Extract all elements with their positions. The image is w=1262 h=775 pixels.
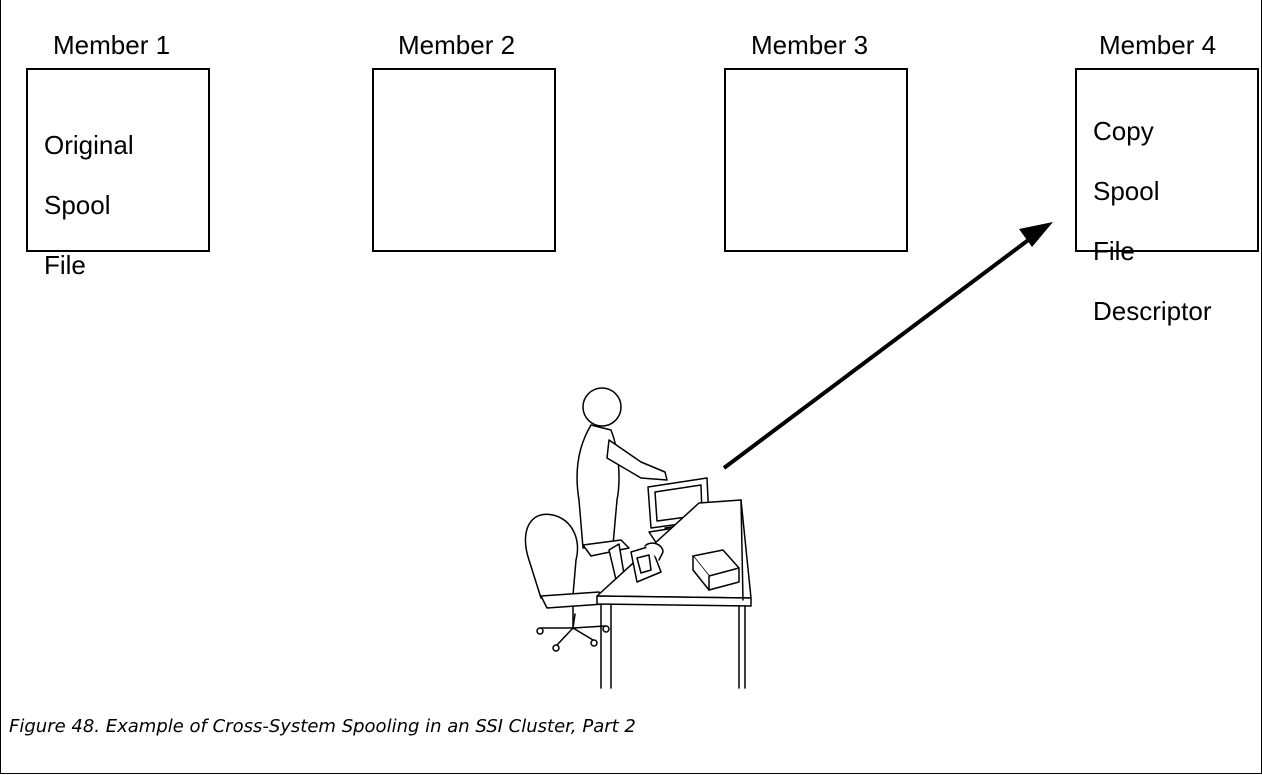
member-1-box: Original Spool File <box>26 68 210 280</box>
member-4-line-4: Descriptor <box>1093 296 1212 326</box>
person-at-computer-desk-icon <box>524 387 752 689</box>
member-1-box-text: Original Spool File <box>44 100 134 280</box>
member-4-box-text: Copy Spool File Descriptor <box>1093 86 1211 326</box>
member-1-label: Member 1 <box>53 30 171 60</box>
member-3-label: Member 3 <box>751 30 869 60</box>
member-1-line-1: Original <box>44 130 134 160</box>
member-4-label: Member 4 <box>1099 30 1217 60</box>
member-1-line-3: File <box>44 250 86 280</box>
figure-caption: Figure 48. Example of Cross-System Spool… <box>9 716 636 737</box>
member-1-line-2: Spool <box>44 190 111 220</box>
member-4-line-1: Copy <box>1093 116 1154 146</box>
member-2-label: Member 2 <box>398 30 516 60</box>
member-3-box <box>724 68 908 252</box>
member-4-line-2: Spool <box>1093 176 1160 206</box>
transfer-arrow <box>722 222 1053 470</box>
member-4-line-3: File <box>1093 236 1135 266</box>
member-4-box: Copy Spool File Descriptor <box>1075 68 1259 326</box>
member-2-box <box>372 68 556 252</box>
